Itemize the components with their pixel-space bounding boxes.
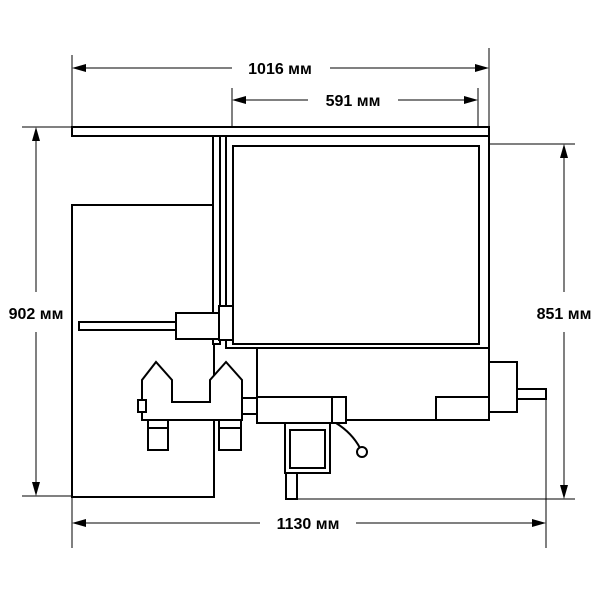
extension-lines <box>22 48 575 548</box>
spindle-shaft <box>78 321 178 331</box>
arrow-up <box>32 127 40 141</box>
main-housing-panel <box>232 145 480 345</box>
vise-foot-right-top <box>218 419 242 429</box>
feed-unit-inner <box>289 429 326 469</box>
dimension-label-902: 902 мм <box>9 306 64 323</box>
vise-right-tab <box>241 397 258 415</box>
dimension-label-1130: 1130 мм <box>277 516 340 533</box>
arrow-right <box>475 64 489 72</box>
lower-spindle-cap <box>331 396 347 424</box>
right-motor-shaft <box>516 388 547 400</box>
arrow-right <box>464 96 478 104</box>
dimension-label-1016: 1016 мм <box>248 61 312 78</box>
arrow-left <box>232 96 246 104</box>
feed-lever-knob[interactable] <box>356 446 368 458</box>
machine-outline <box>71 126 547 500</box>
right-motor <box>488 361 518 413</box>
top-plate <box>71 126 490 137</box>
left-cabinet <box>71 204 215 498</box>
dimension-left-height: 902 мм <box>0 127 74 496</box>
vise-foot-right <box>218 427 242 451</box>
arrow-left <box>72 519 86 527</box>
spindle-collar <box>175 312 221 340</box>
spindle-flange <box>218 305 234 341</box>
feed-lever[interactable] <box>335 422 361 449</box>
dimension-bottom-width: 1130 мм <box>72 516 546 533</box>
arrow-down <box>32 482 40 496</box>
dimension-inner-width: 591 мм <box>232 93 478 110</box>
base-pad <box>435 396 490 421</box>
vertical-post <box>212 135 221 345</box>
arrow-up <box>560 144 568 158</box>
dimension-label-851: 851 мм <box>537 306 592 323</box>
arrow-right <box>532 519 546 527</box>
dimension-right-height: 851 мм <box>526 144 600 499</box>
vise-foot-left-top <box>147 419 169 429</box>
dimension-label-591: 591 мм <box>326 93 381 110</box>
dimension-top-width: 1016 мм <box>72 61 489 78</box>
vise-left-tab <box>137 399 147 413</box>
arrow-left <box>72 64 86 72</box>
feed-rod <box>285 472 298 500</box>
arrow-down <box>560 485 568 499</box>
vise-foot-left <box>147 427 169 451</box>
